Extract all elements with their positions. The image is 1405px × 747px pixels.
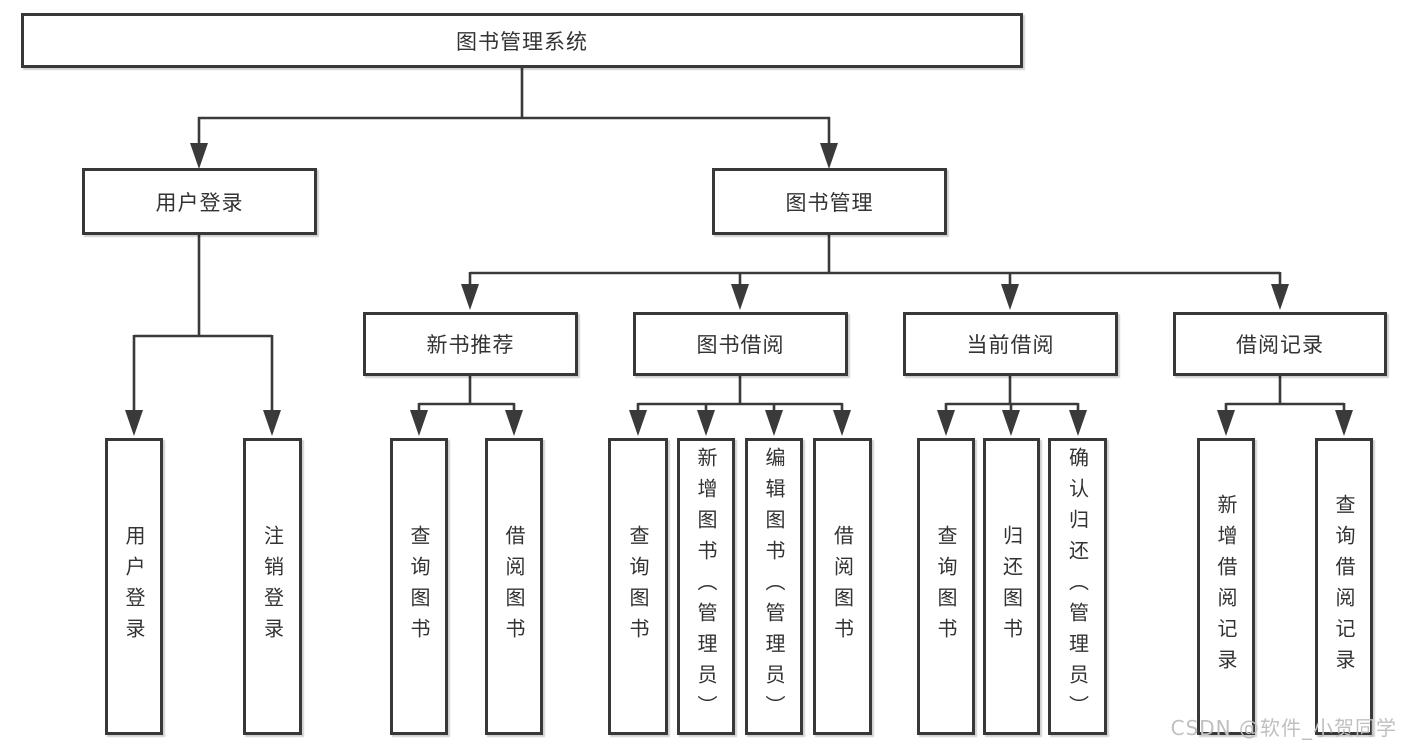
connector-book-management-to-level3 xyxy=(461,235,1289,310)
leaf-borrow-add-book-admin: 新增图书（管理员） xyxy=(677,438,735,735)
csdn-watermark: CSDN @软件_小贺同学 xyxy=(1170,716,1397,740)
node-book-management: 图书管理 xyxy=(712,168,947,235)
node-book-borrow: 图书借阅 xyxy=(633,312,848,376)
connector-user-login-to-leaves xyxy=(125,235,281,436)
leaf-borrow-edit-book-admin: 编辑图书（管理员） xyxy=(745,438,803,735)
leaf-logout: 注销登录 xyxy=(243,438,302,735)
leaf-new-query-book: 查询图书 xyxy=(390,438,448,735)
connector-book-borrow-to-leaves xyxy=(629,376,851,436)
leaf-records-add-record: 新增借阅记录 xyxy=(1197,438,1255,735)
leaf-current-return-book: 归还图书 xyxy=(983,438,1040,735)
connector-current-borrow-to-leaves xyxy=(937,376,1087,436)
connector-borrow-records-to-leaves xyxy=(1217,376,1353,436)
node-root-library-system: 图书管理系统 xyxy=(21,13,1023,68)
connector-root-to-level2 xyxy=(190,68,838,169)
leaf-borrow-borrow-book: 借阅图书 xyxy=(813,438,872,735)
node-current-borrow: 当前借阅 xyxy=(903,312,1118,376)
leaf-current-query-book: 查询图书 xyxy=(917,438,975,735)
leaf-user-login: 用户登录 xyxy=(105,438,163,735)
connector-new-book-to-leaves xyxy=(410,376,523,436)
node-new-book-recommend: 新书推荐 xyxy=(363,312,578,376)
leaf-borrow-query-book: 查询图书 xyxy=(608,438,668,735)
node-borrow-records: 借阅记录 xyxy=(1173,312,1387,376)
leaf-new-borrow-book: 借阅图书 xyxy=(485,438,543,735)
leaf-records-query-record: 查询借阅记录 xyxy=(1315,438,1373,735)
node-user-login-group: 用户登录 xyxy=(82,168,317,235)
leaf-current-confirm-return-admin: 确认归还（管理员） xyxy=(1048,438,1107,735)
